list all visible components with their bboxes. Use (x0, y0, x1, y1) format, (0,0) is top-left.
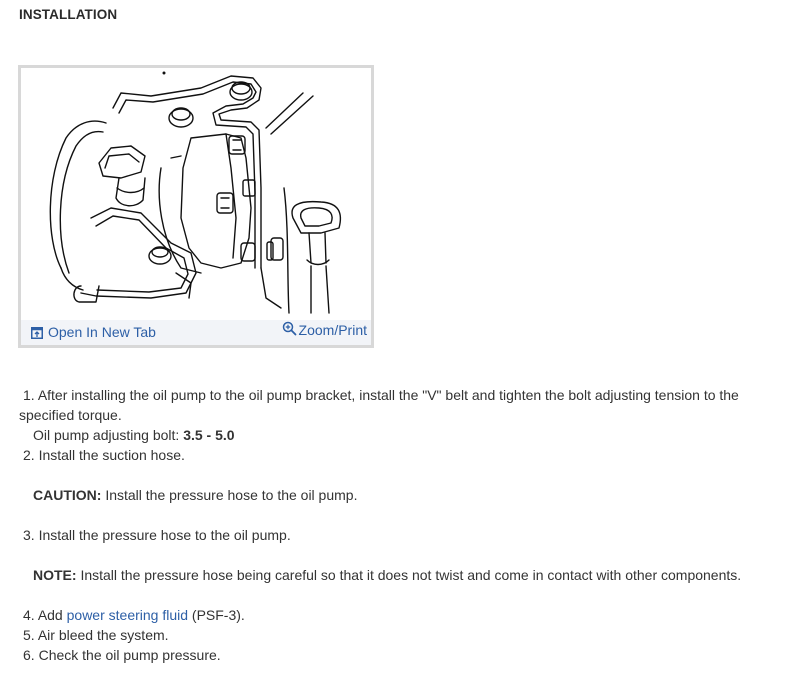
step-number: 3. (23, 527, 35, 543)
caution-notice: CAUTION: Install the pressure hose to th… (19, 485, 779, 505)
note-label: NOTE: (33, 567, 77, 583)
step-text-suffix-value: (PSF-3). (191, 607, 245, 623)
oil-pump-illustration[interactable] (21, 68, 371, 320)
step-text: Air bleed the system. (37, 627, 169, 643)
power-steering-fluid-link[interactable]: power steering fluid (66, 607, 189, 623)
section-heading: INSTALLATION (19, 7, 118, 22)
zoom-print-label: Zoom/Print (298, 322, 367, 338)
spec-value: 3.5 - 5.0 (183, 427, 235, 443)
open-in-new-tab-label: Open In New Tab (48, 324, 156, 340)
step-number: 2. (23, 447, 35, 463)
step-text: Install the suction hose. (38, 447, 185, 463)
open-in-new-tab-icon (31, 326, 43, 339)
open-in-new-tab-link[interactable]: Open In New Tab (31, 324, 156, 340)
step-number: 6. (23, 647, 35, 663)
step-1: 1. After installing the oil pump to the … (19, 385, 779, 425)
step-6: 6. Check the oil pump pressure. (19, 645, 779, 665)
note-text: Install the pressure hose being careful … (80, 567, 742, 583)
step-2: 2. Install the suction hose. (19, 445, 779, 465)
figure-frame: Open In New Tab Zoom/Print (18, 65, 374, 348)
step-text: Check the oil pump pressure. (38, 647, 221, 663)
figure-footer: Open In New Tab Zoom/Print (21, 320, 371, 345)
step-number: 5. (23, 627, 35, 643)
step-number: 4. (23, 607, 35, 623)
zoom-print-link[interactable]: Zoom/Print (282, 321, 367, 338)
step-text: Install the pressure hose to the oil pum… (38, 527, 291, 543)
installation-steps: 1. After installing the oil pump to the … (19, 385, 779, 665)
caution-label: CAUTION: (33, 487, 102, 503)
note-notice: NOTE: Install the pressure hose being ca… (19, 565, 779, 585)
step-number: 1. (23, 387, 35, 403)
step-5: 5. Air bleed the system. (19, 625, 779, 645)
torque-spec: Oil pump adjusting bolt: 3.5 - 5.0 (19, 425, 779, 445)
step-3: 3. Install the pressure hose to the oil … (19, 525, 779, 545)
caution-text: Install the pressure hose to the oil pum… (105, 487, 358, 503)
step-4: 4. Add power steering fluid (PSF-3). (19, 605, 779, 625)
step-text-prefix: Add (37, 607, 63, 623)
step-text: After installing the oil pump to the oil… (19, 387, 739, 423)
magnifier-plus-icon (282, 321, 296, 336)
spec-label: Oil pump adjusting bolt: (33, 427, 180, 443)
